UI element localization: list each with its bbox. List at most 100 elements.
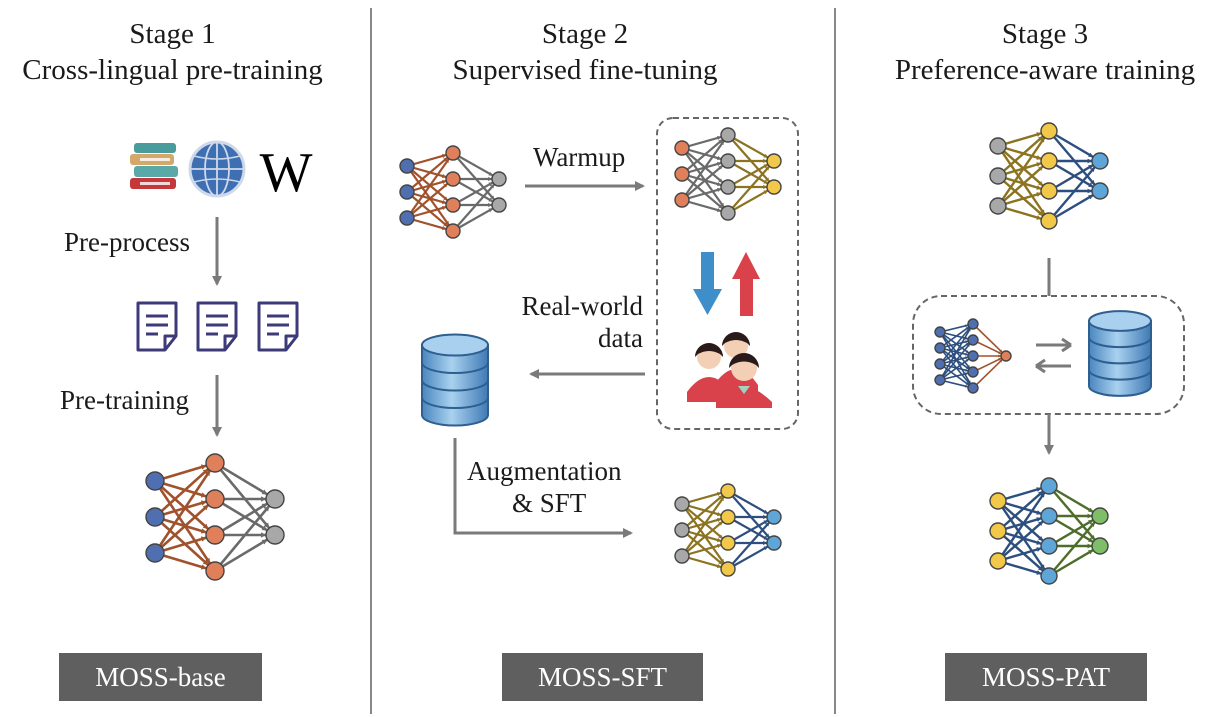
pretraining-label: Pre-training	[60, 385, 189, 415]
network-node	[934, 342, 946, 354]
network-edge	[406, 158, 450, 219]
stage-1-header: Stage 1 Cross-lingual pre-training	[0, 16, 345, 88]
network-edge-arrowhead	[200, 564, 207, 570]
network-edge-arrowhead	[443, 157, 448, 162]
network-edge-arrowhead	[763, 153, 768, 158]
column-divider-2	[834, 8, 836, 714]
network-node	[265, 525, 285, 545]
network-edge-arrowhead	[763, 540, 767, 546]
network-edge-arrowhead	[1036, 155, 1042, 160]
network-node	[1091, 182, 1109, 200]
network-edge-arrowhead	[1036, 547, 1042, 552]
network-edge-arrowhead	[263, 522, 270, 529]
network-node	[766, 535, 782, 551]
network-node	[766, 509, 782, 525]
network-edge-arrowhead	[1038, 535, 1044, 541]
warmup-label: Warmup	[533, 142, 626, 172]
network-edge-arrowhead	[965, 372, 969, 376]
stage-3-subtitle: Preference-aware training	[894, 54, 1196, 86]
moss-base-badge: MOSS-base	[59, 653, 262, 701]
network-node	[674, 548, 690, 564]
network-edge-arrowhead	[718, 521, 723, 526]
network-node	[145, 543, 165, 563]
network-edge	[681, 147, 724, 184]
network-edge	[939, 347, 970, 370]
network-node	[720, 205, 736, 221]
network-edge-arrowhead	[1036, 540, 1042, 545]
network-edge-arrowhead	[965, 350, 969, 354]
network-edge-arrowhead	[202, 523, 209, 529]
network-node	[1000, 350, 1012, 362]
network-edge-arrowhead	[1036, 192, 1042, 197]
network-edge	[939, 327, 972, 381]
network-edge-arrowhead	[200, 464, 207, 470]
network-edge-arrowhead	[1088, 165, 1094, 170]
network-node	[967, 334, 979, 346]
network-edge-arrowhead	[718, 560, 723, 565]
network-edge-arrowhead	[1038, 521, 1044, 527]
network-edge-arrowhead	[1088, 537, 1094, 542]
network-edge-arrowhead	[720, 496, 724, 502]
people-icon	[687, 332, 772, 408]
network-node	[720, 535, 736, 551]
document-icon	[136, 301, 178, 352]
network-node	[265, 489, 285, 509]
network-edge-arrowhead	[716, 156, 722, 161]
network-edge	[406, 165, 450, 226]
network-edge-arrowhead	[718, 139, 723, 144]
augmentation-label-line2: & SFT	[512, 488, 587, 518]
network-node	[1040, 212, 1058, 230]
network-edge-arrowhead	[763, 184, 767, 190]
network-edge-arrowhead	[1088, 152, 1094, 157]
network-edge-arrowhead	[1088, 195, 1094, 200]
network-edge-arrowhead	[716, 517, 722, 522]
network-node	[491, 197, 507, 213]
augmentation-label: Augmentation & SFT	[467, 455, 647, 519]
realworld-label-line1: Real-world	[521, 291, 643, 321]
network-node	[967, 350, 979, 362]
network-node	[1091, 152, 1109, 170]
network-edge	[154, 468, 210, 518]
network-edge-arrowhead	[263, 505, 270, 512]
network-edge	[997, 491, 1046, 562]
network-edge-arrowhead	[490, 184, 495, 189]
network-edge	[681, 520, 724, 557]
network-edge-arrowhead	[488, 202, 492, 208]
network-edge-arrowhead	[718, 534, 723, 539]
network-edge	[727, 165, 771, 214]
network-edge-arrowhead	[998, 354, 1001, 358]
network-edge-arrowhead	[488, 208, 493, 213]
network-edge-arrowhead	[441, 153, 447, 158]
network-edge-arrowhead	[1036, 517, 1042, 522]
network-edge-arrowhead	[1036, 570, 1042, 575]
network-edge-arrowhead	[443, 183, 448, 188]
network-edge-arrowhead	[716, 564, 722, 569]
neural-network-icon	[989, 122, 1109, 230]
neural-networks	[145, 122, 1109, 585]
network-edge-arrowhead	[998, 351, 1002, 354]
network-edge-arrowhead	[1040, 492, 1045, 498]
stage-3-header: Stage 3 Preference-aware training	[875, 16, 1215, 88]
network-edge	[681, 164, 724, 201]
neural-network-icon	[989, 477, 1109, 585]
network-edge-arrowhead	[441, 226, 447, 231]
human-feedback-box	[656, 117, 799, 430]
network-edge	[997, 500, 1044, 542]
network-edge-arrowhead	[965, 366, 969, 370]
network-node	[399, 184, 415, 200]
network-edge	[406, 191, 449, 228]
network-edge	[997, 530, 1044, 572]
network-edge	[939, 363, 970, 386]
network-edge-arrowhead	[966, 343, 970, 347]
network-edge-arrowhead	[765, 522, 770, 527]
network-edge-arrowhead	[1036, 185, 1042, 190]
network-edge-arrowhead	[718, 178, 723, 183]
stage-1-subtitle: Cross-lingual pre-training	[22, 54, 323, 86]
network-edge-arrowhead	[1088, 182, 1094, 187]
network-node	[205, 489, 225, 509]
network-edge	[939, 347, 971, 385]
network-edge-arrowhead	[1036, 510, 1042, 515]
network-edge-arrowhead	[1088, 520, 1094, 525]
network-edge-arrowhead	[200, 492, 207, 498]
